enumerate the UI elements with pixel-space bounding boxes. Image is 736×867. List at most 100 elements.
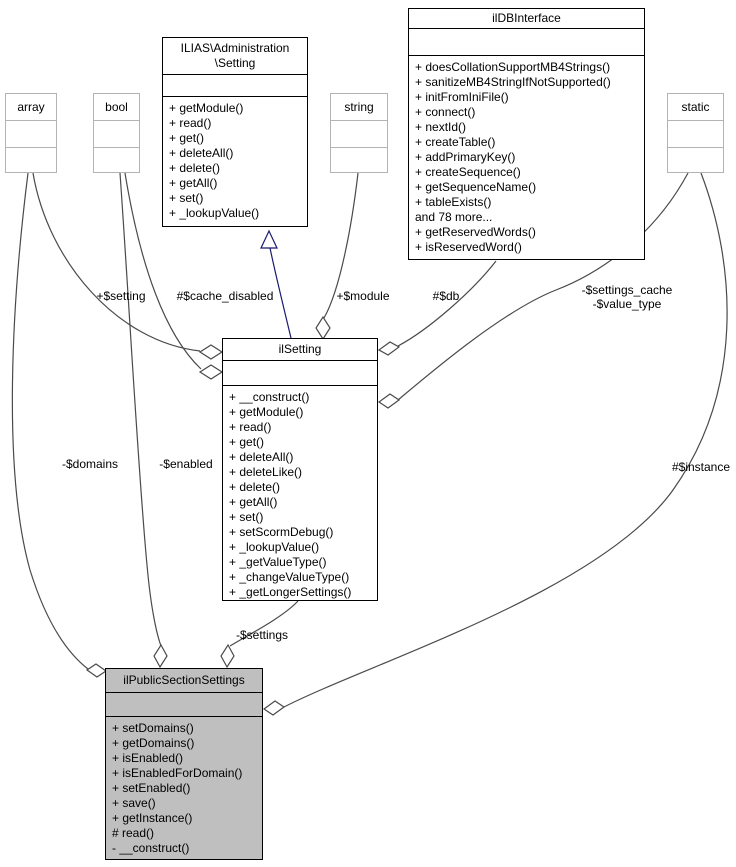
method-list: + getModule()+ read()+ get()+ deleteAll(…	[163, 97, 307, 226]
method-entry: + _changeValueType()	[229, 570, 350, 584]
class-box-ilsetting[interactable]: ilSetting + __construct()+ getModule()+ …	[222, 338, 378, 601]
method-entry: + getModule()	[229, 405, 304, 419]
type-name: string	[331, 94, 387, 121]
method-entry: + set()	[169, 191, 204, 205]
empty-compartment	[94, 148, 139, 172]
edge-label-module: +$module	[336, 289, 390, 303]
edge-inheritance	[269, 247, 292, 339]
method-entry: + read()	[229, 420, 272, 434]
method-entry: + getAll()	[229, 495, 278, 509]
edge-settings-cache	[397, 172, 689, 401]
diamond-cache-disabled	[198, 364, 224, 380]
method-entry: + set()	[229, 510, 264, 524]
empty-attributes-compartment	[409, 29, 644, 56]
method-entry: + deleteAll()	[169, 146, 234, 160]
empty-compartment	[668, 121, 723, 148]
method-entry: + createTable()	[415, 135, 496, 149]
diamond-settings-member	[220, 643, 235, 669]
method-entry: + get()	[169, 131, 205, 145]
method-entry: + createSequence()	[415, 165, 521, 179]
method-entry: + deleteLike()	[229, 465, 303, 479]
method-entry: + _lookupValue()	[169, 206, 260, 220]
edge-label-cache-disabled: #$cache_disabled	[176, 289, 274, 303]
method-entry: + __construct()	[229, 390, 310, 404]
method-entry: + _lookupValue()	[229, 540, 320, 554]
method-entry: + nextId()	[415, 120, 467, 134]
type-name: bool	[94, 94, 139, 121]
empty-compartment	[6, 121, 56, 148]
class-title: ilDBInterface	[409, 9, 644, 29]
method-entry: + tableExists()	[415, 195, 492, 209]
type-name: static	[668, 94, 723, 121]
method-entry: + getInstance()	[112, 811, 193, 825]
method-entry: + getModule()	[169, 101, 244, 115]
type-box-static: static	[667, 93, 724, 173]
diamond-enabled	[153, 643, 168, 669]
method-entry: + getAll()	[169, 176, 218, 190]
method-entry: and 78 more...	[415, 210, 493, 224]
edge-module	[323, 172, 359, 319]
edge-cache-disabled	[124, 172, 202, 370]
method-entry: - __construct()	[112, 841, 190, 855]
method-entry: + initFromIniFile()	[415, 90, 509, 104]
class-title: ilSetting	[223, 339, 377, 361]
diamond-domains	[85, 663, 108, 678]
method-entry: + doesCollationSupportMB4Strings()	[415, 60, 611, 74]
empty-compartment	[94, 121, 139, 148]
edge-label-db: #$db	[432, 289, 460, 303]
diamond-module	[315, 315, 331, 341]
type-name: array	[6, 94, 56, 121]
method-list: + __construct()+ getModule()+ read()+ ge…	[223, 386, 377, 600]
diamond-setting	[198, 344, 224, 360]
diamond-settings-cache	[377, 393, 401, 409]
method-entry: + setScormDebug()	[229, 525, 334, 539]
edge-db	[397, 260, 497, 347]
diamond-instance	[262, 700, 286, 716]
empty-compartment	[668, 148, 723, 172]
method-entry: + read()	[169, 116, 212, 130]
edge-label-setting: +$setting	[96, 289, 146, 303]
method-entry: + connect()	[415, 105, 476, 119]
edge-label-settings-cache: -$settings_cache -$value_type	[581, 283, 673, 311]
edge-instance	[283, 172, 728, 708]
method-entry: + isEnabled()	[112, 751, 184, 765]
type-box-array: array	[5, 93, 57, 173]
method-entry: + delete()	[229, 480, 281, 494]
empty-compartment	[331, 121, 387, 148]
method-entry: + setEnabled()	[112, 781, 191, 795]
edge-label-enabled: -$enabled	[159, 457, 213, 471]
empty-compartment	[6, 148, 56, 172]
type-box-bool: bool	[93, 93, 140, 173]
method-entry: + getDomains()	[112, 736, 195, 750]
method-entry: + sanitizeMB4StringIfNotSupported()	[415, 75, 611, 89]
class-box-ilias-administration-setting[interactable]: ILIAS\Administration \Setting + getModul…	[162, 37, 308, 227]
method-entry: + save()	[112, 796, 156, 810]
edge-enabled	[119, 172, 162, 647]
method-entry: + isReservedWord()	[415, 240, 522, 254]
diamond-db	[377, 341, 401, 356]
edge-label-settings-member: -$settings	[235, 628, 289, 642]
empty-compartment	[331, 148, 387, 172]
method-entry: + _getLongerSettings()	[229, 585, 352, 599]
method-entry: + addPrimaryKey()	[415, 150, 516, 164]
edge-settings-member	[229, 600, 299, 647]
method-list: + setDomains()+ getDomains()+ isEnabled(…	[106, 717, 262, 859]
type-box-string: string	[330, 93, 388, 173]
method-entry: + isEnabledForDomain()	[112, 766, 243, 780]
method-entry: + _getValueType()	[229, 555, 327, 569]
class-box-ilpublicsectionsettings[interactable]: ilPublicSectionSettings + setDomains()+ …	[105, 668, 263, 860]
empty-attributes-compartment	[106, 693, 262, 717]
empty-attributes-compartment	[223, 361, 377, 386]
method-entry: + setDomains()	[112, 721, 194, 735]
class-title: ILIAS\Administration \Setting	[163, 38, 307, 75]
edge-label-instance: #$instance	[671, 460, 731, 474]
method-list: + doesCollationSupportMB4Strings()+ sani…	[409, 56, 644, 259]
method-entry: # read()	[112, 826, 155, 840]
class-box-ildbinterface[interactable]: ilDBInterface + doesCollationSupportMB4S…	[408, 8, 645, 260]
method-entry: + getSequenceName()	[415, 180, 537, 194]
method-entry: + delete()	[169, 161, 221, 175]
method-entry: + get()	[229, 435, 265, 449]
method-entry: + deleteAll()	[229, 450, 294, 464]
